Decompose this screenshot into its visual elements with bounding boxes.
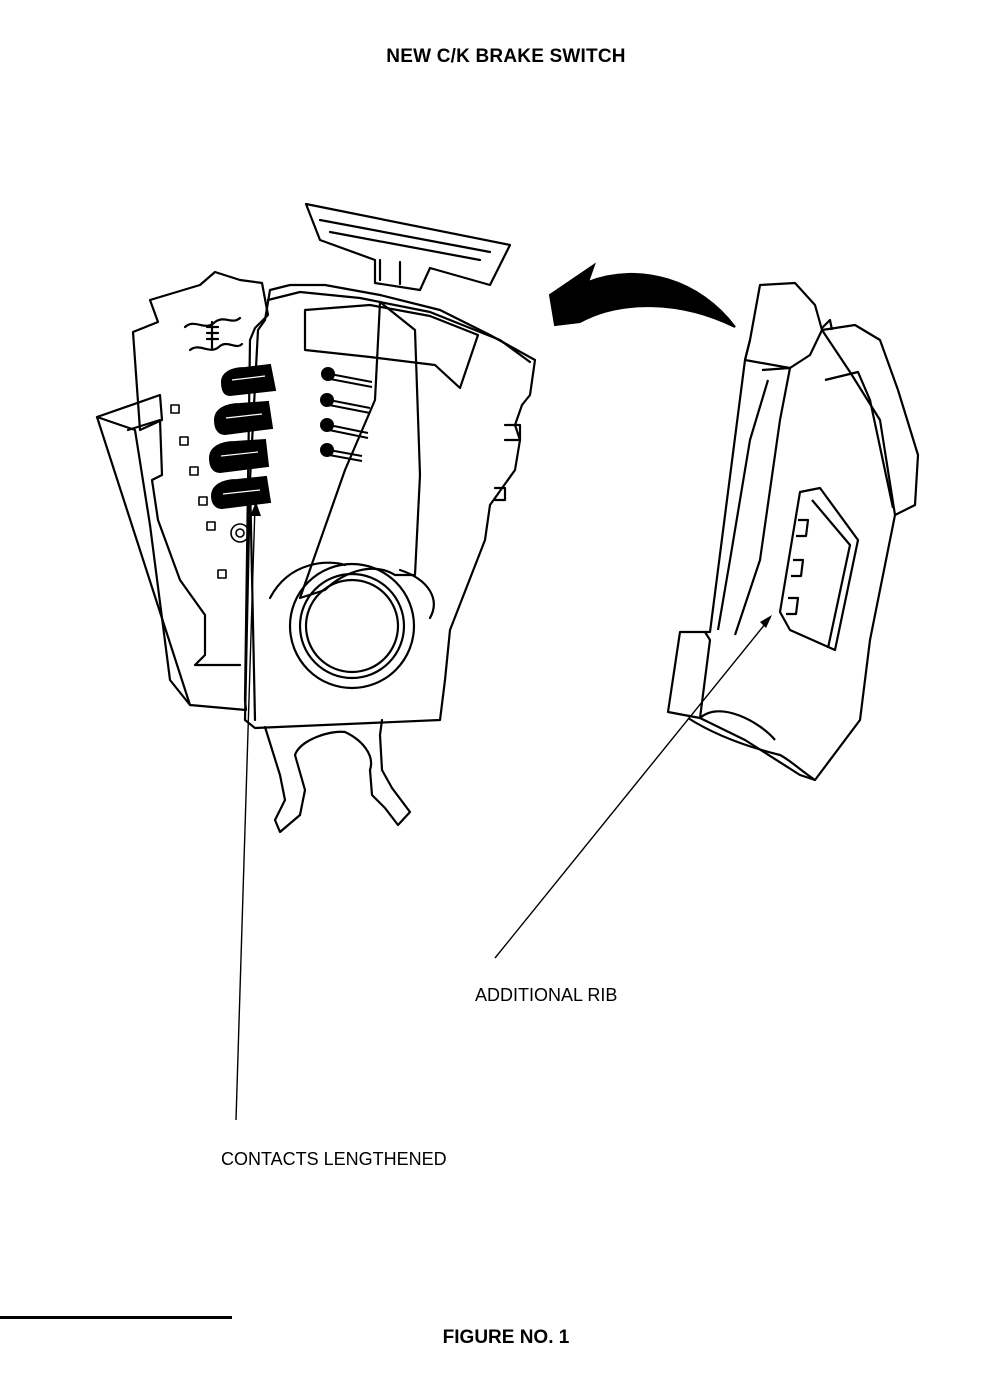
switch-back-plate [95, 270, 270, 712]
additional-rib-callout: ADDITIONAL RIB [475, 985, 618, 1005]
assembly-arrow [548, 262, 736, 328]
footer-rule [0, 1316, 232, 1319]
spring-detail [183, 316, 244, 352]
switch-housing-cover [666, 281, 920, 782]
terminal-pins [320, 367, 373, 462]
pivot-arm [268, 300, 435, 690]
figure-caption: FIGURE NO. 1 [442, 1327, 570, 1348]
plate-notches [170, 404, 250, 579]
callout-leaders [235, 504, 771, 1121]
figure-title: NEW C/K BRAKE SWITCH [386, 46, 626, 67]
lengthened-contacts [208, 363, 277, 510]
contacts-lengthened-callout: CONTACTS LENGTHENED [221, 1149, 447, 1169]
switch-mounting-prong [263, 718, 412, 834]
plunger-head [304, 202, 512, 292]
